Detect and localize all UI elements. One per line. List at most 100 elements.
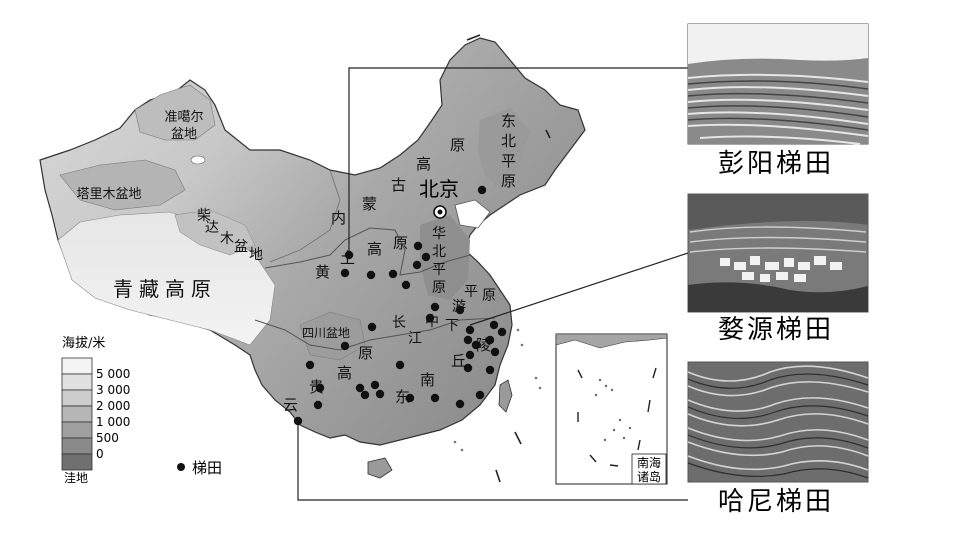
bohai-sea <box>454 199 491 229</box>
label-loess-4: 原 <box>393 234 408 252</box>
capital-marker-inner <box>437 209 443 215</box>
terrace-legend-dot <box>177 463 185 471</box>
inset-label-box <box>631 453 667 485</box>
terrace-dot <box>477 185 487 195</box>
label-mlp-7: 原 <box>482 288 496 304</box>
terrace-dot <box>455 305 465 315</box>
label-im-2: 蒙 <box>362 195 377 213</box>
label-yg-1: 云 <box>283 396 298 414</box>
taiwan-island <box>498 379 513 413</box>
qaidam-basin-shape <box>174 209 256 256</box>
inset-islands <box>594 378 632 442</box>
legend-label: 0 <box>96 447 104 461</box>
capital-label: 北京 <box>419 177 459 201</box>
label-se-1: 东 <box>395 388 410 406</box>
label-loess-2: 土 <box>340 249 355 267</box>
label-junggar-1: 准噶尔 <box>164 110 203 125</box>
photo-hani <box>687 361 869 483</box>
legend-label: 3 000 <box>96 383 130 397</box>
terrace-dot <box>421 252 431 262</box>
terrace-dot <box>430 302 440 312</box>
terrace-dots <box>293 185 507 426</box>
terrace-dot <box>405 393 415 403</box>
label-im-4: 高 <box>416 155 431 173</box>
label-mlp-3: 中 <box>425 314 439 330</box>
label-mlp-2: 江 <box>408 331 422 347</box>
label-mlp-1: 长 <box>392 315 406 331</box>
label-sichuan: 四川盆地 <box>302 326 350 340</box>
label-mlp-6: 平 <box>464 284 478 300</box>
terrace-dot <box>475 390 485 400</box>
label-ncp-3: 平 <box>432 262 446 278</box>
terrace-dot <box>485 365 495 375</box>
terrace-dot <box>367 322 377 332</box>
label-ne-1: 东 <box>501 112 516 130</box>
label-qaidam-1: 柴 <box>197 208 211 224</box>
terrace-legend-label: 梯田 <box>192 459 222 477</box>
terrace-dot <box>355 383 365 393</box>
lake-shape <box>190 155 206 165</box>
label-junggar-2: 盆地 <box>171 127 197 142</box>
coastal-islands <box>453 328 542 452</box>
terrace-dot <box>465 325 475 335</box>
terrace-dot <box>463 363 473 373</box>
terrace-dot <box>490 347 500 357</box>
label-mlp-4: 下 <box>445 318 459 334</box>
terrace-dot <box>388 269 398 279</box>
terrace-dot <box>413 241 423 251</box>
north-china-plain-shape <box>420 215 470 300</box>
legend-label: 500 <box>96 431 119 445</box>
legend-swatch <box>61 373 93 391</box>
terrace-dot <box>370 380 380 390</box>
label-im-3: 古 <box>391 176 406 194</box>
label-tarim: 塔里木盆地 <box>76 187 141 202</box>
label-mlp-5: 游 <box>452 299 466 315</box>
label-qaidam-4: 盆 <box>234 239 248 255</box>
terrace-dot <box>344 250 354 260</box>
terrace-dot <box>315 383 325 393</box>
legend-swatch <box>61 405 93 423</box>
label-se-3: 丘 <box>451 352 466 370</box>
legend-swatch <box>61 437 93 455</box>
internal-boundary <box>269 169 341 263</box>
terrace-dot <box>463 335 473 345</box>
yangtze-river <box>254 317 496 351</box>
label-se-4: 陵 <box>476 336 491 354</box>
legend-swatch <box>61 357 93 375</box>
label-yg-2: 贵 <box>309 378 324 396</box>
label-loess-1: 黄 <box>315 263 330 281</box>
northeast-plain-shape <box>478 108 530 190</box>
inset-coastline <box>555 333 668 349</box>
photo-pengyang <box>687 23 869 145</box>
label-qaidam-2: 达 <box>205 220 219 236</box>
label-se-2: 南 <box>420 371 435 389</box>
label-yg-4: 原 <box>358 344 373 362</box>
terrace-dot <box>465 350 475 360</box>
caption-wuyuan: 婺源梯田 <box>718 315 834 345</box>
label-tibet: 青藏高原 <box>113 277 217 301</box>
terrace-dot <box>497 327 507 337</box>
legend-label: 洼地 <box>64 471 88 485</box>
label-im-5: 原 <box>450 136 465 154</box>
yellow-river <box>264 227 471 276</box>
caption-hani: 哈尼梯田 <box>718 487 834 517</box>
terrace-dot <box>471 340 481 350</box>
inset-label-line2: 诸岛 <box>637 469 661 484</box>
legend-swatch <box>61 389 93 407</box>
terrace-dot <box>360 390 370 400</box>
label-im-1: 内 <box>331 209 346 227</box>
label-ncp-4: 原 <box>432 280 446 296</box>
legend-label: 1 000 <box>96 415 130 429</box>
terrace-dot <box>395 360 405 370</box>
inset-label-line1: 南海 <box>637 455 661 470</box>
inset-dashes <box>577 367 657 467</box>
terrace-dot <box>340 341 350 351</box>
legend-title: 海拔/米 <box>62 336 105 351</box>
label-loess-3: 高 <box>367 240 382 258</box>
terrace-dot <box>293 416 303 426</box>
label-ncp-1: 华 <box>432 226 446 242</box>
caption-pengyang: 彭阳梯田 <box>718 149 834 179</box>
junggar-basin-shape <box>134 84 216 141</box>
legend-label: 5 000 <box>96 367 130 381</box>
